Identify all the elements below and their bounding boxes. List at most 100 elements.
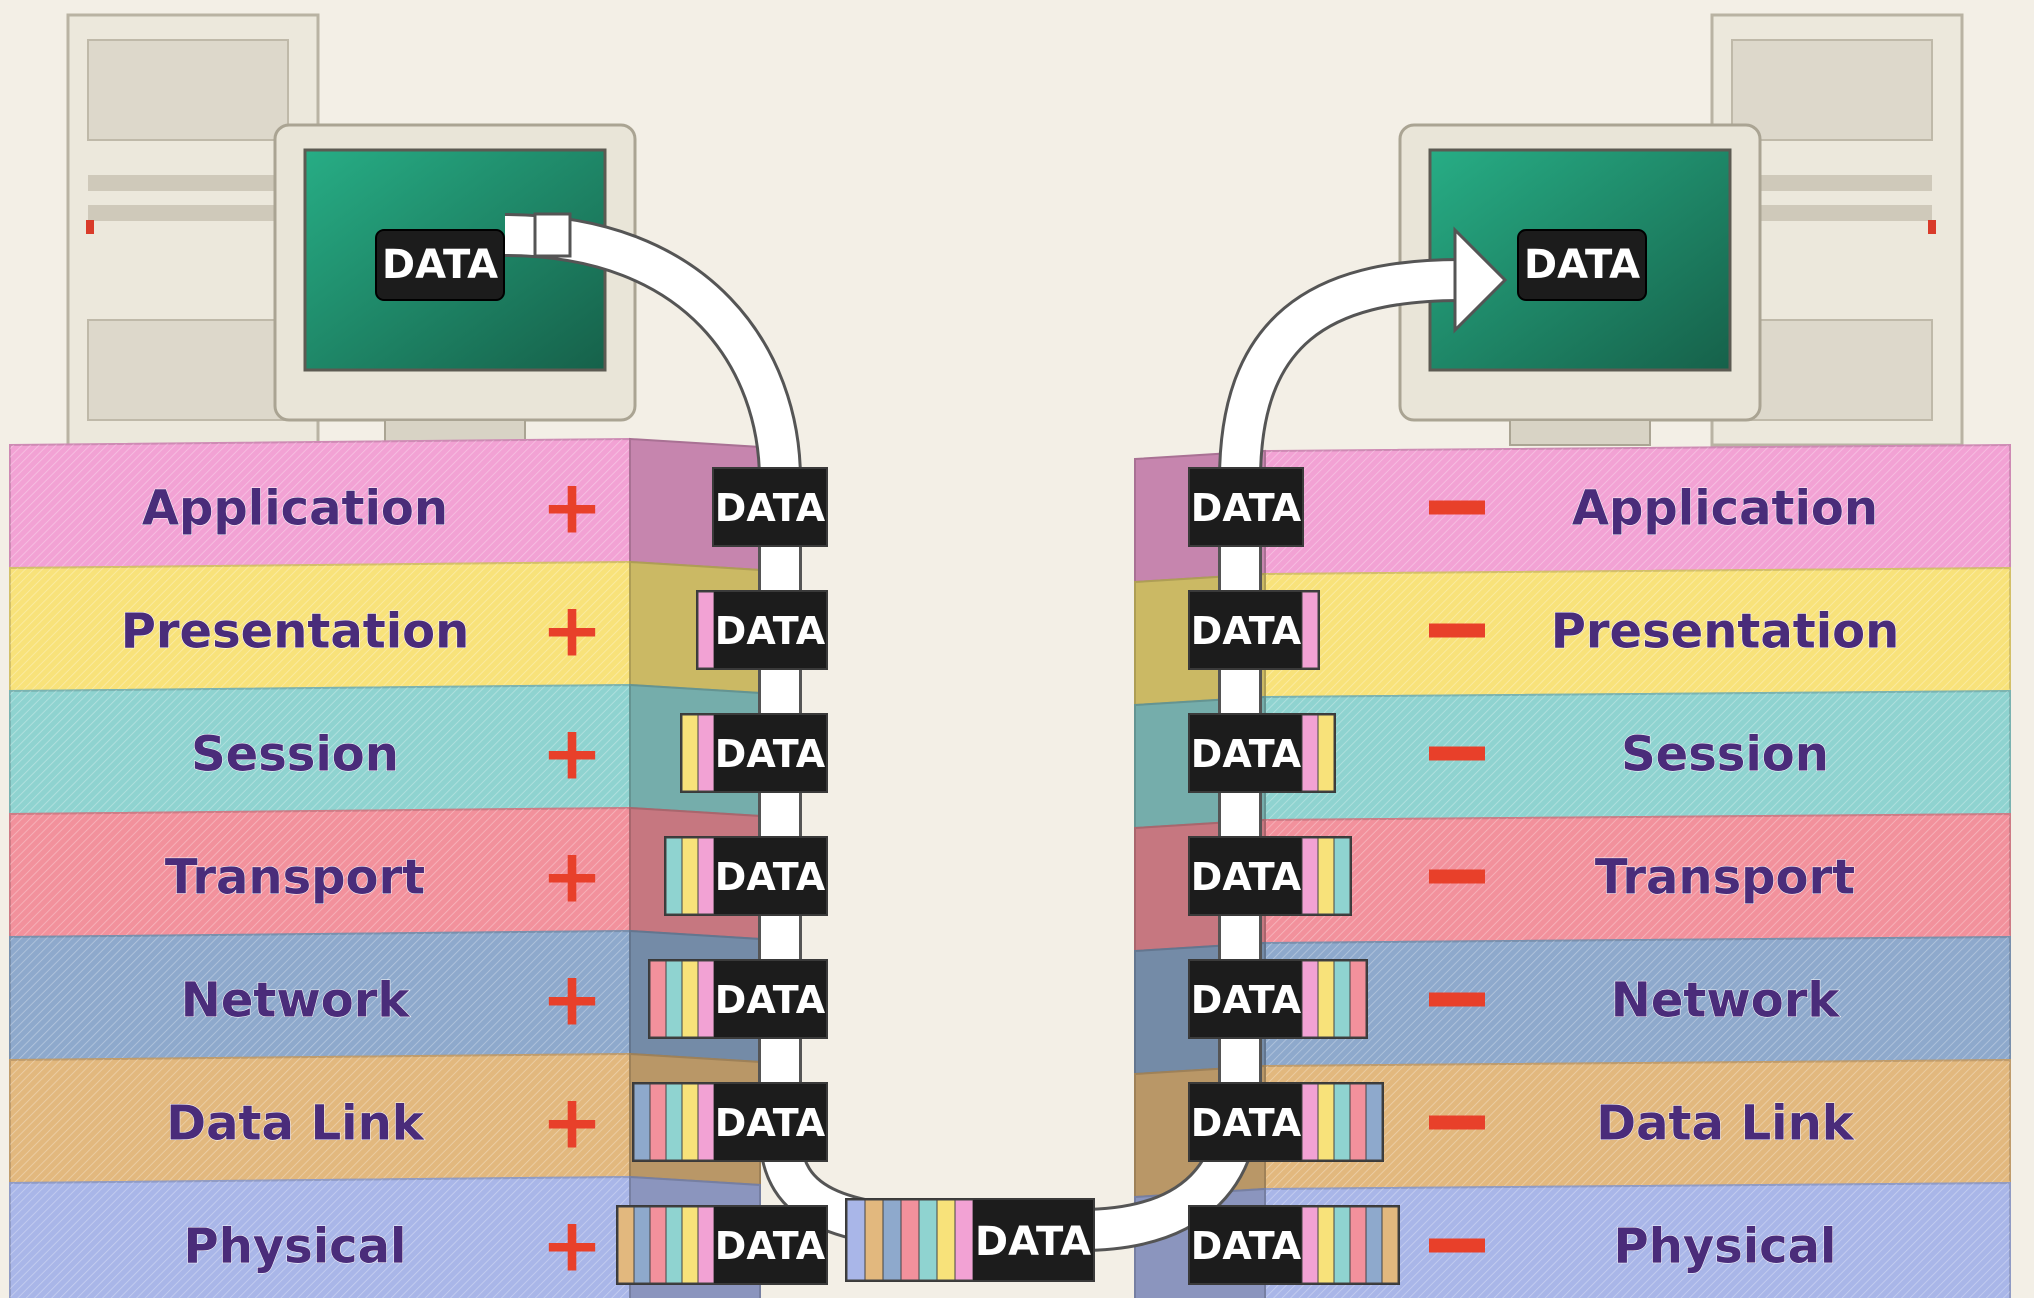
header-stripe (650, 961, 666, 1037)
minus-icon (1429, 993, 1485, 1007)
right-layer-label-transport: Transport (1595, 850, 1855, 906)
left-screen-data-label: DATA (382, 242, 498, 288)
plus-icon: + (541, 711, 603, 797)
right-monitor-stand (1510, 420, 1650, 445)
header-stripe (1366, 1084, 1382, 1160)
right-layer-label-physical: Physical (1614, 1219, 1837, 1275)
flow-tail (535, 214, 570, 256)
plus-icon: + (541, 957, 603, 1043)
header-stripe (634, 1207, 650, 1283)
packet-data-label: DATA (715, 855, 826, 899)
receiver-packet-5: DATA (1188, 959, 1368, 1039)
plus-icon: + (541, 588, 603, 674)
right-drive-bay (1732, 40, 1932, 140)
header-stripe (1334, 1084, 1350, 1160)
plus-icon: + (541, 1203, 603, 1289)
left-layer-label-network: Network (181, 973, 411, 1029)
header-stripe (682, 1207, 698, 1283)
receiver-packet-7: DATA (1188, 1205, 1400, 1285)
left-layer-label-session: Session (191, 727, 399, 783)
packet-data-label: DATA (715, 609, 826, 653)
right-layer-label-session: Session (1621, 727, 1829, 783)
right-layer-label-presentation: Presentation (1551, 604, 1900, 660)
right-layer-label-application: Application (1572, 481, 1878, 537)
packet-data-label: DATA (715, 486, 826, 530)
header-stripe (666, 961, 682, 1037)
receiver-packet-4: DATA (1188, 836, 1352, 916)
header-stripe (698, 961, 714, 1037)
packet-data-label: DATA (1191, 609, 1302, 653)
header-stripe (682, 961, 698, 1037)
right-power-light (1928, 220, 1936, 234)
header-stripe (1302, 1084, 1318, 1160)
left-layer-stack: Application+Presentation+Session+Transpo… (10, 439, 760, 1298)
receiver-packet-1: DATA (1188, 467, 1304, 547)
packet-data-label: DATA (715, 1101, 826, 1145)
packet-data-label: DATA (1191, 1224, 1302, 1268)
header-stripe (666, 838, 682, 914)
header-stripe (650, 1207, 666, 1283)
packet-data-label: DATA (715, 978, 826, 1022)
left-layer-label-data-link: Data Link (166, 1096, 424, 1152)
header-stripe (682, 715, 698, 791)
header-stripe (1318, 1207, 1334, 1283)
right-floppy-slot (1732, 175, 1932, 191)
header-stripe (1350, 1084, 1366, 1160)
header-stripe (847, 1200, 865, 1280)
packet-data-label: DATA (1191, 732, 1302, 776)
header-stripe (1334, 1207, 1350, 1283)
packet-data-label: DATA (1191, 1101, 1302, 1145)
plus-icon: + (541, 834, 603, 920)
sender-packet-5: DATA (648, 959, 828, 1039)
minus-icon (1429, 747, 1485, 761)
right-floppy-slot-2 (1732, 205, 1932, 221)
left-drive-bay (88, 40, 288, 140)
minus-icon (1429, 870, 1485, 884)
plus-icon: + (541, 465, 603, 551)
header-stripe (618, 1207, 634, 1283)
left-floppy-slot-2 (88, 205, 288, 221)
sender-packet-4: DATA (664, 836, 828, 916)
receiver-packet-3: DATA (1188, 713, 1336, 793)
header-stripe (1302, 1207, 1318, 1283)
header-stripe (1350, 961, 1366, 1037)
left-floppy-slot (88, 175, 288, 191)
header-stripe (666, 1207, 682, 1283)
header-stripe (1302, 715, 1318, 791)
right-screen-data-label: DATA (1524, 242, 1640, 288)
sender-packet-1: DATA (712, 467, 828, 547)
sender-packet-7: DATA (616, 1205, 828, 1285)
left-vent (88, 320, 288, 420)
header-stripe (1318, 715, 1334, 791)
packet-data-label: DATA (715, 1224, 826, 1268)
header-stripe (698, 1084, 714, 1160)
header-stripe (955, 1200, 973, 1280)
header-stripe (634, 1084, 650, 1160)
left-power-light (86, 220, 94, 234)
header-stripe (1334, 838, 1350, 914)
left-layer-label-transport: Transport (165, 850, 425, 906)
packet-data-label: DATA (975, 1219, 1091, 1265)
header-stripe (937, 1200, 955, 1280)
packet-data-label: DATA (1191, 855, 1302, 899)
header-stripe (1350, 1207, 1366, 1283)
minus-icon (1429, 501, 1485, 515)
left-layer-label-application: Application (142, 481, 448, 537)
header-stripe (1382, 1207, 1398, 1283)
header-stripe (1302, 961, 1318, 1037)
header-stripe (865, 1200, 883, 1280)
header-stripe (1318, 838, 1334, 914)
right-layer-label-network: Network (1611, 973, 1841, 1029)
sender-packet-6: DATA (632, 1082, 828, 1162)
header-stripe (1318, 1084, 1334, 1160)
header-stripe (1318, 961, 1334, 1037)
receiver-packet-6: DATA (1188, 1082, 1384, 1162)
plus-icon: + (541, 1080, 603, 1166)
header-stripe (883, 1200, 901, 1280)
right-computer: DATA (1400, 15, 1962, 445)
header-stripe (682, 1084, 698, 1160)
minus-icon (1429, 1116, 1485, 1130)
sender-packet-2: DATA (696, 590, 828, 670)
header-stripe (698, 715, 714, 791)
minus-icon (1429, 624, 1485, 638)
